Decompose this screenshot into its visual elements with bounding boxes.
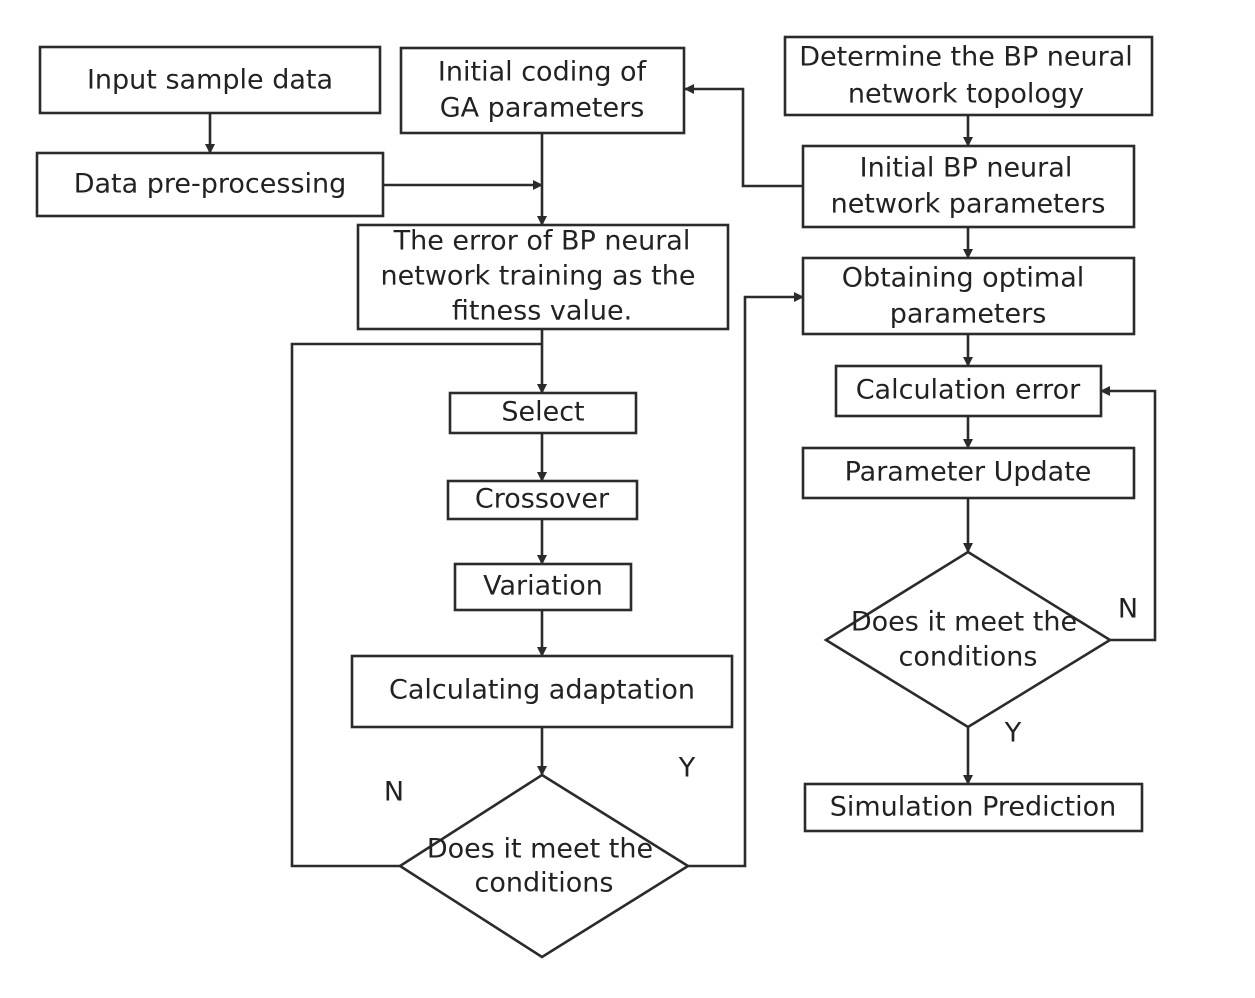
node-label: Parameter Update bbox=[845, 457, 1092, 488]
node-variation: Variation bbox=[453, 562, 633, 612]
node-select: Select bbox=[448, 391, 638, 435]
connectors bbox=[205, 84, 1157, 868]
node-ga-initial-coding: Initial coding of GA parameters bbox=[399, 46, 686, 135]
node-parameter-update: Parameter Update bbox=[801, 446, 1136, 500]
ga-no-branch-label: N bbox=[384, 777, 404, 808]
bp-yes-branch-label: Y bbox=[1004, 718, 1022, 749]
node-bp-initial-params: Initial BP neural network parameters bbox=[801, 144, 1136, 229]
node-label: Calculation error bbox=[856, 375, 1081, 406]
node-optimal-parameters: Obtaining optimal parameters bbox=[801, 256, 1136, 336]
node-label-line2: network parameters bbox=[831, 189, 1106, 220]
node-label-line1: The error of BP neural bbox=[393, 226, 691, 257]
node-data-preprocessing: Data pre-processing bbox=[35, 151, 385, 218]
node-simulation-prediction: Simulation Prediction bbox=[803, 782, 1144, 833]
node-label: Select bbox=[501, 397, 584, 428]
node-label-line1: Does it meet the bbox=[851, 607, 1077, 638]
node-label-line2: conditions bbox=[475, 868, 614, 899]
bp-no-branch-label: N bbox=[1118, 594, 1138, 625]
arrow-bp-decision-no-loop bbox=[1100, 386, 1157, 642]
node-label-line1: Obtaining optimal bbox=[842, 263, 1085, 294]
ga-yes-branch-label: Y bbox=[678, 753, 696, 784]
node-label-line2: parameters bbox=[890, 299, 1047, 330]
node-label-line3: fitness value. bbox=[452, 296, 632, 327]
node-label-line2: network topology bbox=[848, 79, 1084, 110]
node-label: Calculating adaptation bbox=[389, 675, 695, 706]
node-label: Input sample data bbox=[87, 65, 333, 96]
node-label-line1: Determine the BP neural bbox=[799, 42, 1133, 73]
node-label-line2: GA parameters bbox=[440, 93, 645, 124]
node-ga-decision: Does it meet the conditions bbox=[397, 773, 691, 959]
node-bp-decision: Does it meet the conditions bbox=[823, 550, 1113, 729]
node-label-line2: conditions bbox=[899, 642, 1038, 673]
node-label: Crossover bbox=[475, 484, 610, 515]
node-label: Simulation Prediction bbox=[830, 792, 1117, 823]
node-calculation-error: Calculation error bbox=[834, 364, 1103, 418]
arrow-ga-decision-no-loop bbox=[290, 342, 542, 868]
arrow-bpparams-to-coding bbox=[684, 84, 803, 188]
node-fitness-value: The error of BP neural network training … bbox=[356, 223, 730, 331]
node-label: Data pre-processing bbox=[74, 169, 347, 200]
node-label-line2: network training as the bbox=[381, 261, 696, 292]
arrow-ga-decision-yes-to-optimal bbox=[688, 292, 804, 868]
node-label-line1: Does it meet the bbox=[427, 834, 653, 865]
node-input-sample-data: Input sample data bbox=[38, 45, 382, 115]
node-label-line1: Initial coding of bbox=[438, 57, 648, 88]
node-label-line1: Initial BP neural bbox=[860, 153, 1073, 184]
node-calculating-adaptation: Calculating adaptation bbox=[350, 654, 734, 729]
node-bp-topology: Determine the BP neural network topology bbox=[783, 35, 1154, 117]
node-label: Variation bbox=[483, 571, 603, 602]
node-crossover: Crossover bbox=[446, 479, 639, 521]
